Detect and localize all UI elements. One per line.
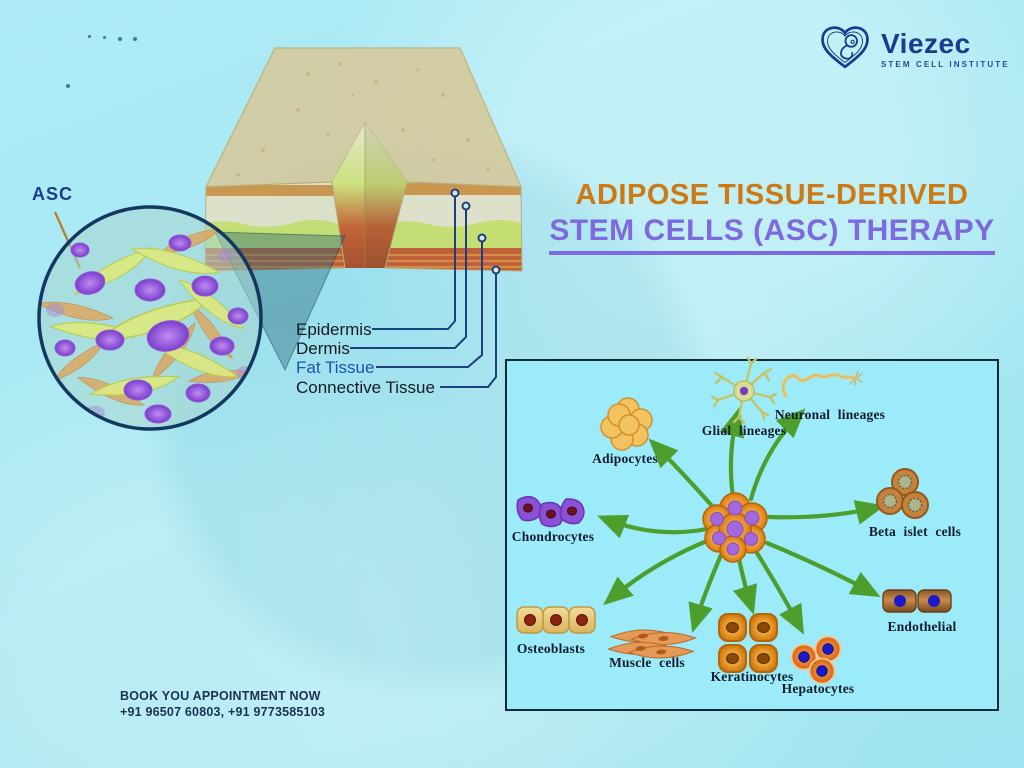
skin-top-speckles bbox=[236, 62, 490, 177]
endothelial-icon bbox=[879, 586, 955, 616]
glial-lineages-icon bbox=[710, 357, 778, 425]
leader-endpoints bbox=[450, 188, 501, 275]
asc-nuclei bbox=[54, 234, 249, 424]
decor-dot bbox=[66, 84, 70, 88]
brand-tagline: STEM CELL INSTITUTE bbox=[881, 60, 1010, 69]
brand-logo: Viezec STEM CELL INSTITUTE bbox=[818, 24, 1010, 74]
glial-lineages-label: Glial lineages bbox=[701, 423, 787, 438]
asc-magnified-view bbox=[37, 205, 263, 431]
decor-dot bbox=[133, 37, 137, 41]
adipocytes-label: Adipocytes bbox=[592, 451, 658, 466]
beta-islet-cells-icon bbox=[871, 463, 935, 527]
chondrocytes-icon bbox=[514, 491, 588, 533]
stem-cell-cluster-icon bbox=[693, 485, 777, 569]
decor-dot bbox=[103, 36, 106, 39]
appointment-info: BOOK YOU APPOINTMENT NOW +91 96507 60803… bbox=[120, 688, 325, 720]
decor-dot bbox=[118, 37, 122, 41]
chondrocytes-label: Chondrocytes bbox=[511, 529, 595, 544]
skin-label-connective-tissue: Connective Tissue bbox=[296, 378, 435, 397]
osteoblasts-icon bbox=[515, 603, 597, 637]
muscle-cells-label: Muscle cells bbox=[609, 655, 685, 670]
adipocytes-icon bbox=[597, 394, 657, 454]
heart-fetus-icon bbox=[821, 26, 869, 69]
keratinocytes-icon bbox=[716, 611, 780, 675]
title-line1: ADIPOSE TISSUE-DERIVED bbox=[575, 179, 969, 211]
title-line2: STEM CELLS (ASC) THERAPY bbox=[538, 213, 1006, 255]
skin-label-dermis: Dermis bbox=[296, 339, 350, 358]
appointment-phones: +91 96507 60803, +91 9773585103 bbox=[120, 705, 326, 719]
neuronal-lineages-icon bbox=[780, 364, 864, 408]
skin-label-fat-tissue: Fat Tissue bbox=[296, 358, 375, 377]
hepatocytes-icon bbox=[787, 630, 845, 688]
decor-dot bbox=[88, 35, 91, 38]
osteoblasts-label: Osteoblasts bbox=[516, 641, 586, 656]
skin-leader-lines bbox=[350, 197, 497, 388]
hepatocytes-label: Hepatocytes bbox=[781, 681, 855, 696]
brand-name: Viezec bbox=[881, 28, 971, 59]
keratinocytes-label: Keratinocytes bbox=[710, 669, 794, 684]
muscle-cells-icon bbox=[602, 621, 702, 665]
skin-label-epidermis: Epidermis bbox=[296, 320, 372, 339]
appointment-cta: BOOK YOU APPOINTMENT NOW bbox=[120, 689, 321, 703]
beta-islet-cells-label: Beta islet cells bbox=[868, 524, 962, 539]
endothelial-label: Endothelial bbox=[887, 619, 957, 634]
neuronal-lineages-label: Neuronal lineages bbox=[774, 407, 886, 422]
asc-label: ASC bbox=[32, 184, 74, 204]
skin-cross-section-illustration bbox=[204, 47, 523, 272]
page-title: ADIPOSE TISSUE-DERIVED STEM CELLS (ASC) … bbox=[538, 178, 1006, 255]
